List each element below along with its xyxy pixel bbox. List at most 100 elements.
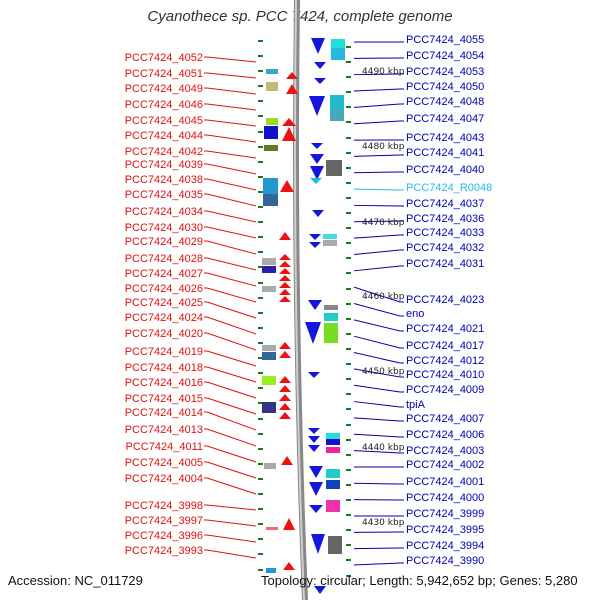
gene-label-left[interactable]: PCC7424_3997 [125,515,203,527]
connector-line [353,249,401,255]
reverse-strand-arrow [279,385,291,392]
gene-label-right[interactable]: PCC7424_4009 [406,384,484,396]
tick-right [346,333,351,335]
tick-left [258,402,263,404]
gene-label-left[interactable]: PCC7424_4049 [125,83,203,95]
gene-label-right[interactable]: PCC7424_4043 [406,132,484,144]
gene-label-left[interactable]: PCC7424_4011 [126,441,203,453]
gene-label-left[interactable]: PCC7424_4014 [125,407,203,419]
gene-label-right[interactable]: PCC7424_4054 [406,50,484,62]
gene-label-left[interactable]: PCC7424_4013 [125,424,203,436]
connector-line [206,226,257,239]
gene-label-right[interactable]: PCC7424_3990 [406,555,484,567]
gene-label-left[interactable]: PCC7424_3996 [125,530,203,542]
gene-label-right[interactable]: PCC7424_3999 [406,508,484,520]
tick-right [346,167,351,169]
gene-label-right[interactable]: PCC7424_4031 [406,258,484,270]
gene-label-left[interactable]: PCC7424_4018 [125,362,203,374]
gene-label-right[interactable]: eno [406,308,424,320]
gene-label-left[interactable]: PCC7424_3998 [125,500,203,512]
gene-label-right[interactable]: PCC7424_4006 [406,429,484,441]
forward-strand-arrow [309,482,323,496]
gene-label-right[interactable]: PCC7424_3994 [406,540,484,552]
tick-left [258,493,263,495]
connector-line [206,178,257,191]
tick-right [346,76,351,78]
gene-label-right[interactable]: PCC7424_3995 [406,524,484,536]
forward-strand-arrow [312,210,324,217]
connector-line [353,562,401,566]
gene-block [326,500,340,512]
gene-label-right[interactable]: PCC7424_4033 [406,227,484,239]
tick-left [258,357,263,359]
gene-label-left[interactable]: PCC7424_4005 [125,457,203,469]
gene-label-right[interactable]: PCC7424_4041 [406,147,484,159]
gene-label-left[interactable]: PCC7424_4020 [125,328,203,340]
forward-strand-arrow [309,466,323,478]
gene-label-right[interactable]: PCC7424_4001 [406,476,484,488]
gene-label-right[interactable]: PCC7424_4023 [406,294,484,306]
gene-label-right[interactable]: PCC7424_4050 [406,81,484,93]
reverse-strand-arrow [279,254,291,260]
reverse-strand-arrow [279,232,291,240]
gene-block [331,39,345,48]
tick-right [346,272,351,274]
gene-label-left[interactable]: PCC7424_4026 [125,283,203,295]
gene-label-left[interactable]: PCC7424_4027 [125,268,203,280]
gene-label-right[interactable]: PCC7424_4021 [406,323,484,335]
kbp-label: 4450 kbp [362,367,405,377]
gene-label-left[interactable]: PCC7424_4030 [125,222,203,234]
gene-block [262,266,276,273]
connector-line [206,134,257,143]
gene-label-right[interactable]: PCC7424_4032 [406,242,484,254]
gene-label-right[interactable]: PCC7424_4010 [406,369,484,381]
gene-label-left[interactable]: PCC7424_4015 [125,393,203,405]
gene-label-left[interactable]: PCC7424_4042 [125,146,203,158]
gene-label-right[interactable]: PCC7424_4012 [406,355,484,367]
gene-label-right[interactable]: PCC7424_4040 [406,164,484,176]
gene-label-right[interactable]: PCC7424_4007 [406,413,484,425]
gene-label-left[interactable]: PCC7424_4024 [125,312,203,324]
gene-label-right[interactable]: tpiA [406,399,426,411]
connector-line [206,549,257,559]
gene-label-left[interactable]: PCC7424_4039 [125,159,203,171]
reverse-strand-arrow [280,180,294,192]
connector-line [353,188,401,191]
page-title: Cyanothece sp. PCC 7424, complete genome [147,8,453,25]
gene-block [326,447,340,453]
gene-label-right[interactable]: PCC7424_4000 [406,492,484,504]
gene-label-right[interactable]: PCC7424_R0048 [406,182,492,194]
tick-left [258,236,263,238]
gene-label-left[interactable]: PCC7424_4034 [125,206,203,218]
gene-label-left[interactable]: PCC7424_4016 [125,377,203,389]
forward-strand-arrow [310,154,324,164]
gene-label-left[interactable]: PCC7424_4019 [125,346,203,358]
tick-right [346,514,351,516]
gene-label-right[interactable]: PCC7424_4037 [406,198,484,210]
gene-label-left[interactable]: PCC7424_4038 [125,174,203,186]
gene-label-right[interactable]: PCC7424_4036 [406,213,484,225]
gene-label-left[interactable]: PCC7424_4051 [125,68,203,80]
gene-label-right[interactable]: PCC7424_4047 [406,113,484,125]
gene-label-right[interactable]: PCC7424_4002 [406,459,484,471]
gene-label-right[interactable]: PCC7424_4055 [406,34,484,46]
connector-line [206,193,257,207]
gene-label-left[interactable]: PCC7424_4044 [125,130,203,142]
gene-label-left[interactable]: PCC7424_4025 [125,297,203,309]
gene-label-left[interactable]: PCC7424_3993 [125,545,203,557]
gene-label-left[interactable]: PCC7424_4028 [125,253,203,265]
connector-line [206,461,257,479]
gene-label-left[interactable]: PCC7424_4004 [125,473,203,485]
gene-label-left[interactable]: PCC7424_4029 [125,236,203,248]
gene-label-right[interactable]: PCC7424_4017 [406,340,484,352]
gene-block [331,48,345,60]
gene-label-left[interactable]: PCC7424_4046 [125,99,203,111]
connector-line [353,286,401,303]
gene-label-left[interactable]: PCC7424_4045 [125,115,203,127]
gene-label-right[interactable]: PCC7424_4053 [406,66,484,78]
gene-label-left[interactable]: PCC7424_4035 [125,189,203,201]
gene-label-right[interactable]: PCC7424_4048 [406,96,484,108]
gene-label-left[interactable]: PCC7424_4052 [125,52,203,64]
gene-label-right[interactable]: PCC7424_4003 [406,445,484,457]
